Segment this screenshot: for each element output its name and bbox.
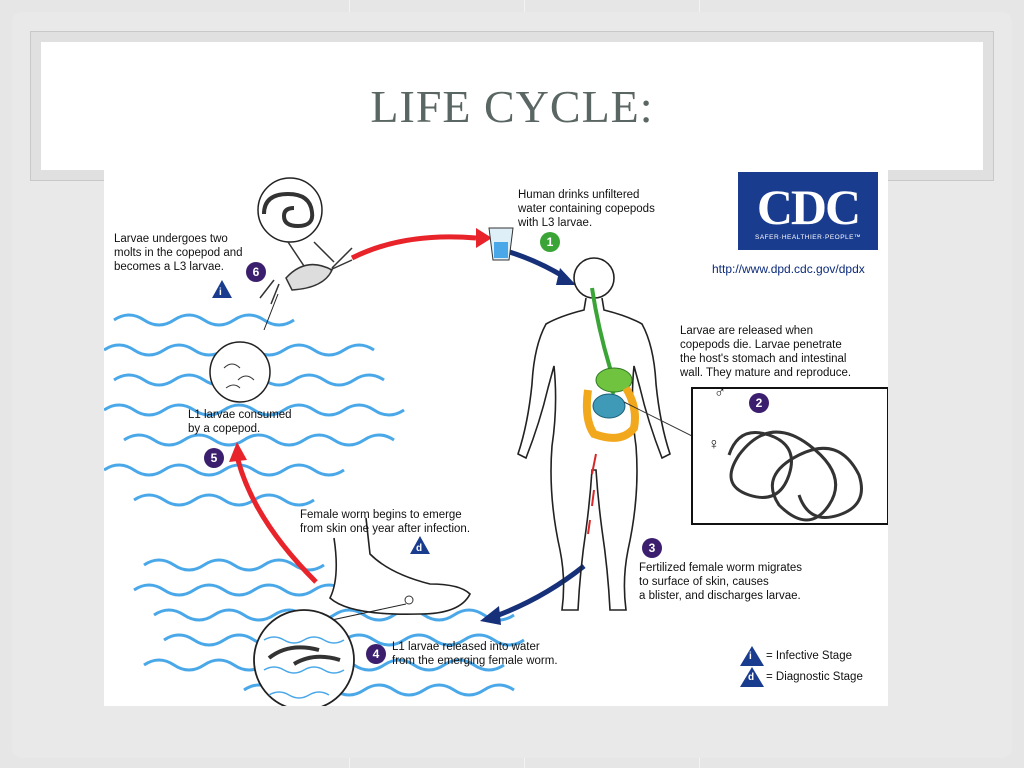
step-4-text: L1 larvae released into water from the e… [392,641,558,667]
infective-stage-icon [212,280,232,298]
slide-title: LIFE CYCLE: [370,80,654,132]
large-intestine [582,385,639,442]
legend-diagnostic-label: = Diagnostic Stage [766,671,863,683]
glass-water [494,242,508,258]
l1-larva-a [267,645,320,660]
stomach [595,367,633,393]
legend-diagnostic-icon [740,667,764,687]
infective-stage-letter: i [219,287,222,298]
blister [404,595,414,605]
step-4-badge: 4 [366,644,386,664]
step-3-text: Fertilized female worm migrates to surfa… [639,562,802,602]
diagnostic-stage-icon [410,536,430,554]
male-symbol: ♂ [714,384,726,401]
l1-larva-b [292,654,341,666]
arrow-1-head [556,268,576,285]
legend-infective-letter: i [749,651,752,662]
title-inner: LIFE CYCLE: [41,42,983,170]
arrow-top [350,234,477,261]
step-6-badge: 6 [246,262,266,282]
step-1-badge: 1 [540,232,560,252]
step-1-text: Human drinks unfiltered water containing… [518,189,655,229]
emerge-text: Female worm begins to emerge from skin o… [300,509,471,535]
legend-diagnostic-letter: d [748,672,755,683]
copepod [259,241,353,305]
step-2-badge: 2 [749,393,769,413]
l1-larvae-in-copepod [223,363,255,389]
female-symbol: ♀ [708,436,720,453]
legend-infective-icon [740,646,764,666]
cdc-logo-tagline: SAFER·HEALTHIER·PEOPLE™ [754,233,861,241]
diagram-artwork [104,177,888,706]
step-3-badge: 3 [642,538,662,558]
step-6-text: Larvae undergoes two molts in the copepo… [114,233,243,273]
step-2-text: Larvae are released when copepods die. L… [680,325,852,379]
adult-worms [727,430,863,522]
cdc-logo: CDC SAFER·HEALTHIER·PEOPLE™ [738,172,878,250]
step-5-text: L1 larvae consumed by a copepod. [188,409,292,435]
arrow-3-head [480,606,501,625]
life-cycle-diagram: i d CDC SAFER·HEALTHIER·PEOPLE™ http://w… [104,170,888,706]
arrow-top-head [476,228,492,248]
legend-infective-label: = Infective Stage [766,650,852,662]
worm-trail [587,453,597,535]
diagnostic-stage-letter: d [416,543,423,554]
magnifier-water [263,636,345,699]
arrow-5-head [229,442,247,462]
cdc-logo-text: CDC [756,178,861,235]
step-5-badge: 5 [204,448,224,468]
magnifier-line [263,293,279,331]
arrow-5 [235,459,318,584]
l1-consumed-magnifier [209,341,271,403]
title-box: LIFE CYCLE: [30,31,994,181]
small-intestine [592,393,626,419]
arrow-3 [495,564,586,619]
foot [329,517,471,615]
cdc-url[interactable]: http://www.dpd.cdc.gov/dpdx [712,262,865,276]
l3-larva [262,191,315,229]
